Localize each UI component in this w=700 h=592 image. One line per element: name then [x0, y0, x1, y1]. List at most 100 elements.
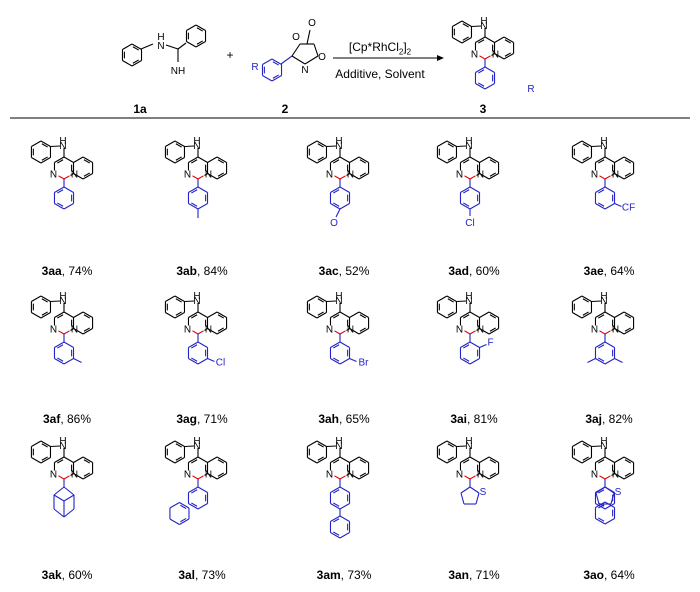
double-bond-line	[191, 202, 198, 207]
compound-yield: , 60%	[469, 264, 500, 278]
compound-label: 3ae, 64%	[569, 264, 649, 278]
bond	[165, 312, 176, 319]
double-bond-line	[317, 143, 324, 148]
bond	[216, 328, 227, 335]
ring-bond	[63, 341, 74, 348]
bond	[349, 311, 360, 318]
compound-yield: , 64%	[603, 264, 635, 278]
ring-nitrogen: N	[205, 470, 212, 481]
double-bond-line	[359, 472, 367, 477]
bond	[623, 173, 634, 180]
ring-bond	[604, 503, 615, 510]
bond	[40, 457, 51, 464]
bond	[31, 440, 42, 447]
bond	[614, 473, 625, 480]
sulfur-atom: S	[480, 487, 487, 498]
double-bond-line	[175, 443, 182, 448]
imine-nh: NH	[171, 66, 185, 77]
bond	[446, 440, 457, 447]
ring-nitrogen: N	[50, 470, 57, 481]
ring-nitrogen: N	[591, 170, 598, 181]
new-bond	[479, 55, 486, 60]
bond	[491, 53, 495, 56]
double-bond-line	[598, 159, 605, 164]
bond	[339, 311, 350, 318]
cage-bond	[53, 494, 65, 502]
new-bond	[58, 475, 65, 480]
compound-code: 3aa	[41, 264, 62, 278]
methyl	[587, 358, 596, 363]
ring-bond	[460, 341, 471, 348]
compound-code: 3am	[316, 568, 341, 582]
bond	[184, 145, 195, 148]
double-bond-line	[272, 74, 279, 79]
ring-bond	[484, 66, 495, 73]
ring-nitrogen: N	[471, 50, 478, 61]
compound-label: 3af, 86%	[27, 412, 107, 426]
bond	[204, 328, 208, 331]
compound-yield: , 60%	[61, 568, 93, 582]
ring-bond	[54, 186, 65, 193]
bond	[330, 311, 341, 318]
bond	[581, 295, 592, 302]
ring-nitrogen: N	[612, 170, 619, 181]
amine-nitrogen: N	[465, 296, 472, 307]
double-bond-line	[333, 189, 340, 194]
double-bond-line	[57, 159, 64, 164]
bond	[50, 145, 61, 148]
bond	[346, 328, 350, 331]
compound-yield: , 82%	[602, 412, 633, 426]
new-bond	[469, 330, 476, 335]
compound-code: 3ab	[176, 264, 197, 278]
ring-bond	[179, 518, 190, 525]
bond	[174, 157, 185, 164]
bond	[165, 440, 176, 447]
amine-hydrogen: H	[480, 16, 487, 27]
ring-bond	[63, 186, 74, 193]
bond	[197, 156, 208, 163]
ring-bond	[475, 492, 480, 505]
bond	[581, 440, 592, 447]
bond	[174, 295, 185, 302]
double-bond-line	[191, 344, 198, 349]
double-bond-line	[191, 159, 198, 164]
double-bond-line	[83, 459, 91, 464]
bond	[604, 311, 615, 318]
bond	[446, 157, 457, 164]
double-bond-line	[447, 456, 454, 461]
bond	[70, 328, 74, 331]
ring-bond	[460, 492, 465, 505]
bond	[469, 311, 480, 318]
bond	[437, 295, 448, 302]
ring-nitrogen: N	[326, 170, 333, 181]
ring-bond	[460, 486, 471, 494]
compound-yield: , 71%	[197, 412, 228, 426]
double-bond-line	[598, 517, 605, 522]
bond	[207, 456, 218, 463]
bond	[73, 328, 84, 335]
bond	[479, 473, 490, 480]
double-bond-line	[191, 459, 198, 464]
bond	[349, 456, 360, 463]
amine-nitrogen: N	[600, 141, 607, 152]
double-bond-line	[447, 443, 454, 448]
compound-code: 3ag	[176, 412, 197, 426]
bond	[82, 156, 93, 163]
ring-bond	[304, 55, 319, 65]
bond	[358, 173, 369, 180]
compound-code: 3an	[448, 568, 469, 582]
new-bond	[197, 175, 204, 180]
double-bond-line	[489, 459, 497, 464]
bond	[207, 328, 218, 335]
bond	[614, 311, 625, 318]
ring-bond	[197, 186, 208, 193]
ring-bond	[469, 486, 480, 494]
compound-code: 3ah	[318, 412, 339, 426]
bond	[54, 156, 65, 163]
compound-label: 3al, 73%	[162, 568, 242, 582]
